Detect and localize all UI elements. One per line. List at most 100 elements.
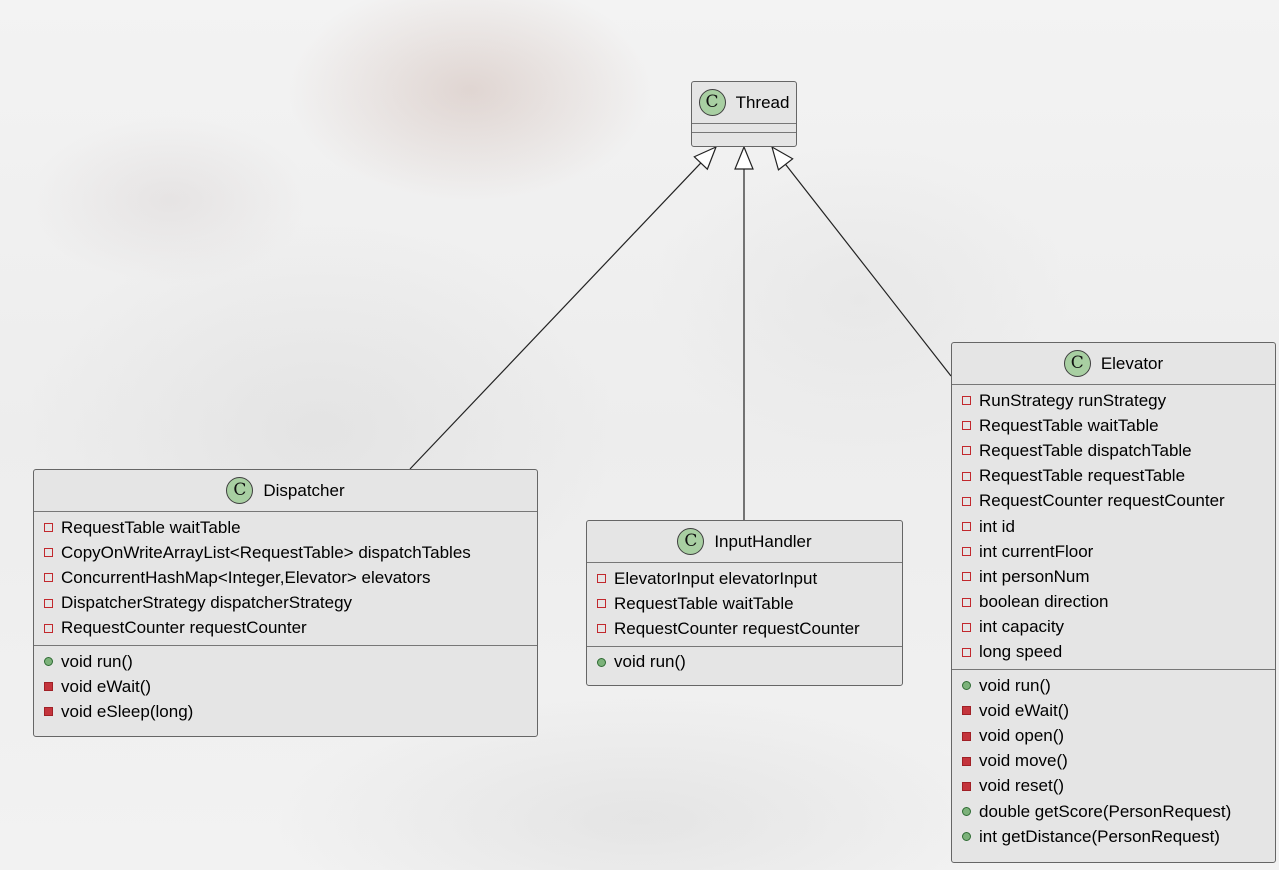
- private-visibility-icon: [962, 756, 971, 766]
- method-row: void eWait(): [34, 674, 537, 699]
- method-text: void eWait(): [979, 700, 1070, 720]
- class-name: Dispatcher: [263, 480, 345, 500]
- class-header: C InputHandler: [587, 521, 902, 563]
- private-visibility-icon: [597, 574, 606, 584]
- method-row: double getScore(PersonRequest): [952, 799, 1275, 824]
- field-row: RequestCounter requestCounter: [587, 616, 902, 641]
- method-text: double getScore(PersonRequest): [979, 801, 1232, 821]
- field-text: RequestTable requestTable: [979, 466, 1186, 486]
- method-text: int getDistance(PersonRequest): [979, 826, 1220, 846]
- field-row: RequestTable requestTable: [952, 464, 1275, 489]
- methods-section: void run(): [587, 645, 902, 679]
- private-visibility-icon: [962, 446, 971, 456]
- field-row: int capacity: [952, 615, 1275, 640]
- field-text: int currentFloor: [979, 541, 1094, 561]
- private-visibility-icon: [962, 731, 971, 741]
- private-visibility-icon: [962, 471, 971, 481]
- class-header: C Dispatcher: [34, 470, 537, 512]
- relation-line: [785, 163, 952, 377]
- public-visibility-icon: [962, 681, 971, 691]
- private-visibility-icon: [962, 396, 971, 406]
- method-row: void run(): [587, 650, 902, 675]
- class-stereotype-icon: C: [1063, 350, 1091, 377]
- class-name: Elevator: [1100, 353, 1164, 373]
- field-text: RequestTable waitTable: [614, 593, 794, 613]
- method-text: void reset(): [979, 776, 1065, 796]
- class-stereotype-icon: C: [677, 528, 705, 555]
- field-text: CopyOnWriteArrayList<RequestTable> dispa…: [61, 542, 471, 562]
- field-text: RequestCounter requestCounter: [61, 618, 307, 638]
- private-visibility-icon: [962, 421, 971, 431]
- field-text: ConcurrentHashMap<Integer,Elevator> elev…: [61, 567, 431, 587]
- class-stereotype-icon: C: [226, 477, 254, 504]
- private-visibility-icon: [597, 599, 606, 609]
- private-visibility-icon: [597, 624, 606, 634]
- method-row: void reset(): [952, 774, 1275, 799]
- method-text: void eSleep(long): [61, 701, 194, 721]
- field-row: RequestTable waitTable: [587, 591, 902, 616]
- field-text: RequestTable dispatchTable: [979, 440, 1192, 460]
- inheritance-arrowhead-icon: [734, 145, 754, 170]
- generalization-dispatcher-to-thread: [409, 145, 718, 470]
- field-row: long speed: [952, 640, 1275, 665]
- field-row: ElevatorInput elevatorInput: [587, 566, 902, 591]
- field-text: RequestTable waitTable: [61, 517, 241, 537]
- field-text: int personNum: [979, 566, 1090, 586]
- private-visibility-icon: [962, 572, 971, 582]
- private-visibility-icon: [962, 547, 971, 557]
- private-visibility-icon: [962, 496, 971, 506]
- public-visibility-icon: [44, 657, 53, 667]
- method-row: int getDistance(PersonRequest): [952, 824, 1275, 849]
- generalization-elevator-to-thread: [771, 145, 952, 377]
- public-visibility-icon: [597, 657, 606, 667]
- field-text: ElevatorInput elevatorInput: [614, 568, 818, 588]
- private-visibility-icon: [44, 573, 53, 583]
- field-row: boolean direction: [952, 590, 1275, 615]
- field-row: int personNum: [952, 564, 1275, 589]
- method-row: void run(): [34, 649, 537, 674]
- field-text: RequestCounter requestCounter: [614, 618, 860, 638]
- field-row: ConcurrentHashMap<Integer,Elevator> elev…: [34, 565, 537, 590]
- inheritance-arrowhead-icon: [693, 145, 718, 171]
- public-visibility-icon: [962, 832, 971, 842]
- field-row: RequestCounter requestCounter: [34, 616, 537, 641]
- field-text: DispatcherStrategy dispatcherStrategy: [61, 593, 353, 613]
- private-visibility-icon: [962, 781, 971, 791]
- method-row: void open(): [952, 723, 1275, 748]
- field-row: int currentFloor: [952, 539, 1275, 564]
- field-row: DispatcherStrategy dispatcherStrategy: [34, 591, 537, 616]
- class-thread[interactable]: C Thread: [691, 81, 797, 147]
- private-visibility-icon: [962, 647, 971, 657]
- private-visibility-icon: [962, 597, 971, 607]
- method-text: void run(): [61, 651, 133, 671]
- class-name: InputHandler: [714, 531, 812, 551]
- private-visibility-icon: [962, 622, 971, 632]
- method-row: void run(): [952, 673, 1275, 698]
- method-row: void eWait(): [952, 698, 1275, 723]
- methods-section: [692, 132, 796, 141]
- field-text: RunStrategy runStrategy: [979, 390, 1167, 410]
- inheritance-arrowhead-icon: [771, 145, 794, 171]
- private-visibility-icon: [44, 682, 53, 692]
- field-row: RequestTable waitTable: [34, 515, 537, 540]
- method-row: void eSleep(long): [34, 699, 537, 724]
- private-visibility-icon: [962, 706, 971, 716]
- class-stereotype-icon: C: [698, 89, 726, 116]
- method-text: void eWait(): [61, 676, 152, 696]
- field-row: RequestTable waitTable: [952, 413, 1275, 438]
- private-visibility-icon: [44, 598, 53, 608]
- methods-section: void run() void eWait() void eSleep(long): [34, 644, 537, 729]
- field-text: int capacity: [979, 617, 1065, 637]
- class-name: Thread: [735, 92, 790, 112]
- field-row: RequestTable dispatchTable: [952, 438, 1275, 463]
- field-row: CopyOnWriteArrayList<RequestTable> dispa…: [34, 540, 537, 565]
- private-visibility-icon: [44, 623, 53, 633]
- private-visibility-icon: [962, 522, 971, 532]
- relation-line: [409, 162, 702, 470]
